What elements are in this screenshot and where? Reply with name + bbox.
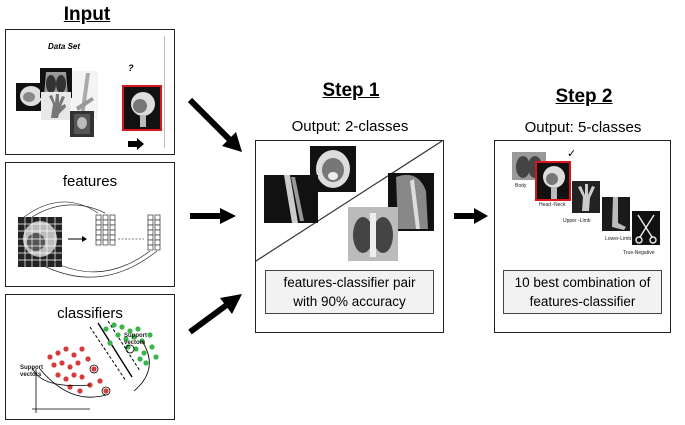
arrow-features-to-step1-icon bbox=[190, 208, 236, 224]
arrow-step1-to-step2-icon bbox=[454, 208, 488, 224]
arrow-dataset-to-step1-icon bbox=[187, 97, 242, 152]
step2-label-true-negative: True-Negative bbox=[623, 250, 655, 256]
svm-scatter-diagram bbox=[31, 320, 159, 413]
step1-result-line1: features-classifier pair bbox=[283, 275, 416, 290]
step2-xray-upper-limb bbox=[572, 181, 600, 213]
dataset-xray-chest bbox=[40, 68, 72, 98]
dataset-xray-pelvis bbox=[70, 111, 94, 137]
dataset-query-xray bbox=[122, 85, 162, 131]
step2-label-body: Body bbox=[515, 183, 527, 189]
classifiers-panel: classifiers Su bbox=[5, 294, 175, 420]
arrow-classifiers-to-step1-icon bbox=[188, 294, 242, 335]
step2-xray-head-neck bbox=[535, 161, 571, 201]
step2-check-mark: ✓ bbox=[567, 148, 577, 160]
dataset-title: Data Set bbox=[48, 42, 81, 51]
step2-label-head-neck: Head -Neck bbox=[539, 202, 566, 208]
step1-panel: features-classifier pair with 90% accura… bbox=[255, 140, 444, 333]
dataset-query-mark: ? bbox=[128, 63, 134, 73]
classifiers-title: classifiers bbox=[57, 305, 123, 322]
step1-result-box: features-classifier pair with 90% accura… bbox=[265, 270, 434, 314]
step2-heading: Step 2 bbox=[555, 86, 613, 107]
dataset-divider bbox=[164, 36, 165, 148]
step2-xray-true-negative bbox=[632, 211, 660, 245]
step1-xray-arm-bone bbox=[264, 175, 318, 223]
step1-output-label: Output: 2-classes bbox=[291, 118, 409, 135]
input-heading: Input bbox=[63, 4, 111, 25]
step1-xray-chest bbox=[348, 207, 398, 261]
features-title: features bbox=[62, 173, 118, 190]
step2-label-upper-limb: Upper -Limb bbox=[563, 218, 591, 224]
dataset-xray-hand bbox=[41, 92, 71, 120]
step2-result-line1: 10 best combination of bbox=[514, 275, 651, 290]
step2-output-label: Output: 5-classes bbox=[524, 119, 642, 136]
step2-label-lower-limb: Lower-Limb bbox=[605, 236, 632, 242]
support-vectors-label-left: Support vectors bbox=[20, 365, 43, 378]
step1-result-line2: with 90% accuracy bbox=[293, 294, 406, 309]
dataset-panel: Data Set ? bbox=[5, 29, 175, 155]
features-panel: features bbox=[5, 162, 175, 287]
step1-heading: Step 1 bbox=[322, 80, 380, 101]
support-vectors-label-top: Support vectors bbox=[124, 333, 147, 346]
step1-diagonal-divider bbox=[256, 141, 443, 262]
features-diagram bbox=[18, 201, 161, 278]
step2-panel: ✓ Body Head -Neck Upper -Limb Lower-Limb… bbox=[494, 140, 671, 333]
step2-result-line2: features-classifier bbox=[529, 294, 636, 309]
step2-result-box: 10 best combination of features-classifi… bbox=[503, 270, 662, 314]
dataset-arrow-icon bbox=[128, 138, 144, 150]
step2-xray-lower-limb bbox=[602, 197, 630, 231]
